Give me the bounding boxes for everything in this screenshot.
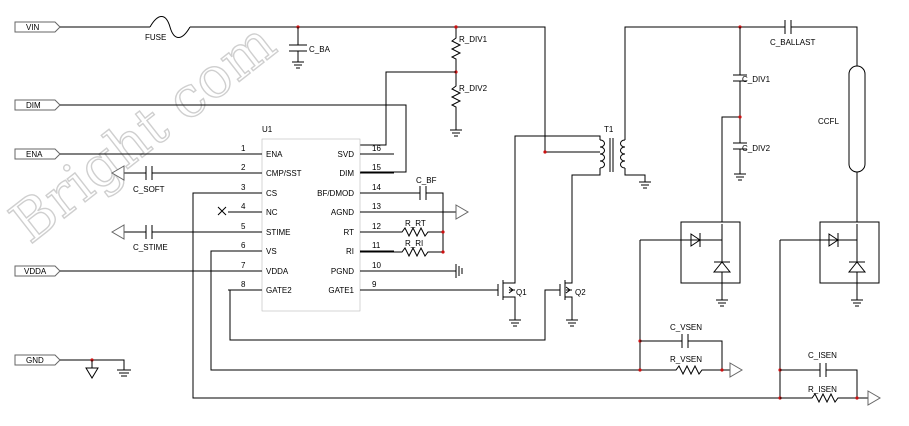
ic-pin-name: GATE2 (266, 286, 292, 295)
ic-pin-number: 7 (241, 261, 246, 270)
port-vdda: VDDA (14, 265, 61, 277)
diode-pair-vsense (640, 221, 741, 307)
vin-rail (60, 16, 600, 153)
capacitor-divider (721, 27, 747, 224)
nc-mark (217, 206, 227, 216)
r-rt-label: R_RT (405, 219, 426, 228)
ic-pin-number: 1 (241, 144, 246, 153)
t1-label: T1 (604, 125, 614, 134)
ic-pin-number: 13 (372, 202, 381, 211)
transformer-t1 (599, 26, 780, 189)
c-soft-label: C_SOFT (133, 185, 165, 194)
ic-pin-name: DIM (339, 169, 354, 178)
resistor-r-ri (360, 246, 443, 258)
ic-pin-number: 3 (241, 183, 246, 192)
mosfet-q2 (559, 240, 578, 327)
port-vin: VIN (14, 21, 61, 33)
port-ena-label: ENA (26, 150, 43, 159)
ic-pin-name: NC (266, 208, 278, 217)
port-vin-label: VIN (26, 23, 40, 32)
c-div2-label: C_DIV2 (742, 144, 771, 153)
ic-pin-number: 4 (241, 202, 246, 211)
resistor-r-rt (360, 226, 443, 238)
c-isen-label: C_ISEN (808, 351, 837, 360)
pgnd-wire (360, 264, 463, 278)
ic-pin-number: 8 (241, 280, 246, 289)
ic-pin-name: CS (266, 189, 277, 198)
isense-network (778, 240, 881, 406)
r-div2-label: R_DIV2 (459, 84, 488, 93)
primary-b-wire (571, 168, 601, 240)
ccfl-lamp (848, 65, 866, 224)
ic-pin-number: 12 (372, 222, 381, 231)
primary-a-wire (514, 135, 601, 240)
ic-pin-number: 2 (241, 163, 246, 172)
fuse-symbol (149, 16, 191, 38)
c-ballast-label: C_BALLAST (770, 38, 815, 47)
ic-pin-name: STIME (266, 228, 290, 237)
ic-pin-name: ENA (266, 150, 283, 159)
r-isen-label: R_ISEN (808, 385, 837, 394)
ic-pin-name: VS (266, 247, 277, 256)
capacitor-c-stime (111, 224, 228, 240)
c-vsen-label: C_VSEN (670, 323, 702, 332)
ic-pin-name: GATE1 (328, 286, 354, 295)
ic-u1: U1 (261, 125, 361, 312)
ic-pin-name: AGND (331, 208, 354, 217)
ic-ref: U1 (262, 125, 273, 134)
r-vsen-label: R_VSEN (670, 355, 702, 364)
ic-pin-number: 16 (372, 144, 381, 153)
q2-label: Q2 (575, 288, 586, 297)
r-ri-label: R_RI (405, 239, 423, 248)
c-bf-label: C_BF (416, 176, 437, 185)
ic-pin-name: BF/DMOD (317, 189, 354, 198)
gnd-symbols (60, 358, 131, 379)
capacitor-c-ba (289, 27, 307, 69)
agnd-port (455, 204, 469, 220)
port-gnd: GND (14, 354, 61, 366)
vsense-network (638, 240, 743, 378)
watermark: Bright com (0, 10, 288, 256)
ccfl-label: CCFL (818, 117, 839, 126)
ic-pin-number: 11 (372, 241, 381, 250)
ic-pin-number: 9 (372, 280, 377, 289)
ic-pin-name: SVD (338, 150, 355, 159)
c-ba-label: C_BA (309, 45, 331, 54)
ic-pin-name: CMP/SST (266, 169, 302, 178)
ic-pin-number: 10 (372, 261, 381, 270)
fuse-label: FUSE (145, 33, 166, 42)
vs-wire (210, 250, 645, 371)
port-dim-label: DIM (26, 101, 41, 110)
port-gnd-label: GND (26, 356, 44, 365)
cs-wire (192, 192, 780, 399)
resistor-divider (360, 27, 462, 146)
ic-pin-number: 14 (372, 183, 381, 192)
gate2-wire (228, 289, 560, 341)
c-div1-label: C_DIV1 (742, 75, 771, 84)
ic-pin-number: 15 (372, 163, 381, 172)
port-ena: ENA (14, 148, 61, 160)
q1-label: Q1 (516, 288, 527, 297)
capacitor-c-bf (360, 186, 444, 252)
capacitor-c-soft (111, 165, 228, 181)
dim-wire (60, 104, 407, 173)
ic-pin-number: 5 (241, 222, 246, 231)
ic-pin-number: 6 (241, 241, 246, 250)
ic-pin-name: PGND (331, 267, 354, 276)
port-vdda-label: VDDA (24, 267, 47, 276)
ic-pin-name: RT (343, 228, 354, 237)
ic-pin-name: RI (346, 247, 354, 256)
port-dim: DIM (14, 99, 61, 111)
diode-pair-isense (780, 221, 880, 307)
c-stime-label: C_STIME (133, 243, 168, 252)
mosfet-q1 (497, 240, 521, 327)
r-div1-label: R_DIV1 (459, 35, 488, 44)
ic-pin-name: VDDA (266, 267, 289, 276)
